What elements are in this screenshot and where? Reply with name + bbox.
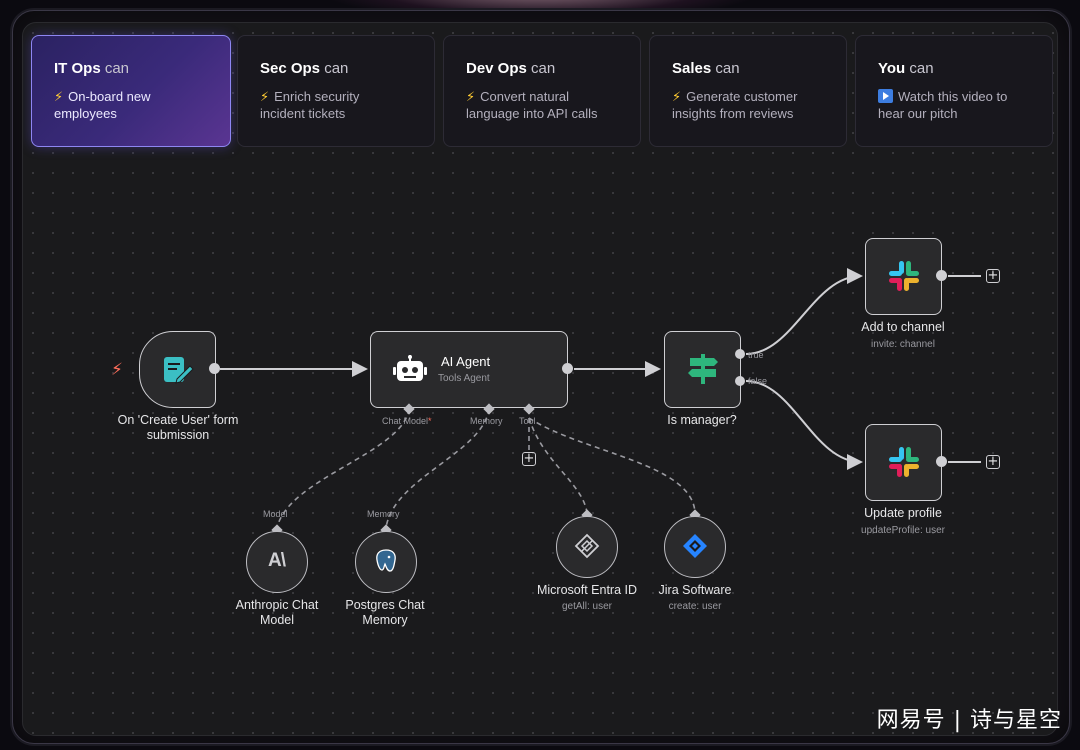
- ai-agent-title: AI Agent: [441, 354, 491, 369]
- trigger-output-port[interactable]: [209, 363, 220, 374]
- card-heading: You can: [878, 60, 934, 77]
- lightning-icon: ⚡: [54, 89, 64, 104]
- jira-software-node[interactable]: [664, 516, 726, 578]
- connection-tool-entra: [528, 417, 588, 514]
- entra-sublabel: getAll: user: [561, 601, 613, 612]
- chat-model-port-label: Chat Model*: [382, 416, 432, 426]
- add-tool-button[interactable]: +: [522, 451, 536, 466]
- connection-chat-model: [276, 408, 410, 529]
- update-profile-sublabel: updateProfile: user: [861, 525, 945, 536]
- add-step-after-channel-button[interactable]: +: [986, 268, 1000, 283]
- anthropic-icon: A\: [268, 550, 286, 571]
- true-branch-label: true: [748, 350, 764, 360]
- add-step-after-profile-button[interactable]: +: [986, 454, 1000, 469]
- play-button-icon: [878, 89, 893, 103]
- update-profile-output-port[interactable]: [936, 456, 947, 467]
- if-false-port[interactable]: [735, 376, 745, 386]
- postgres-chat-memory-node[interactable]: [355, 531, 417, 593]
- slack-icon: [889, 447, 919, 477]
- add-to-channel-label: Add to channel: [861, 320, 945, 334]
- if-true-port[interactable]: [735, 349, 745, 359]
- anthropic-chat-model-node[interactable]: A\: [246, 531, 308, 593]
- lightning-icon: ⚡: [466, 89, 476, 104]
- connection-false-branch: [745, 380, 863, 470]
- jira-sublabel: create: user: [668, 601, 722, 612]
- is-manager-node[interactable]: [664, 331, 741, 408]
- false-branch-label: false: [748, 376, 768, 386]
- entra-label: Microsoft Entra ID: [536, 583, 638, 597]
- robot-icon: [393, 355, 427, 381]
- card-heading: Dev Ops can: [466, 60, 556, 77]
- card-heading: Sales can: [672, 60, 740, 77]
- lightning-icon: ⚡: [260, 89, 270, 104]
- jira-icon: [683, 534, 707, 558]
- memory-port-label: Memory: [470, 416, 503, 426]
- watermark: 网易号 | 诗与星空: [876, 708, 1062, 733]
- connection-tool-jira: [528, 417, 696, 514]
- is-manager-label: Is manager?: [667, 413, 737, 427]
- card-heading: IT Ops can: [54, 60, 130, 77]
- model-port-label: Model: [263, 509, 288, 519]
- update-profile-label: Update profile: [864, 506, 942, 520]
- postgres-icon: [376, 549, 396, 572]
- tool-port-label: Tool: [519, 416, 536, 426]
- add-to-channel-output-port[interactable]: [936, 270, 947, 281]
- memory-node-port-label: Memory: [367, 509, 400, 519]
- entra-icon: [574, 533, 600, 559]
- update-profile-node[interactable]: [865, 424, 942, 501]
- connection-memory: [385, 408, 490, 529]
- card-heading: Sec Ops can: [260, 60, 349, 77]
- microsoft-entra-node[interactable]: [556, 516, 618, 578]
- add-to-channel-node[interactable]: [865, 238, 942, 315]
- trigger-node[interactable]: [139, 331, 216, 408]
- ai-agent-subtitle: Tools Agent: [438, 373, 490, 384]
- agent-output-port[interactable]: [562, 363, 573, 374]
- connection-true-branch: [745, 268, 863, 355]
- slack-icon: [889, 261, 919, 291]
- jira-label: Jira Software: [658, 583, 732, 597]
- trigger-bolt-icon: ⚡: [111, 360, 123, 379]
- add-to-channel-sublabel: invite: channel: [871, 339, 935, 350]
- form-icon: [164, 357, 194, 384]
- ai-agent-node[interactable]: AI Agent Tools Agent: [370, 331, 568, 408]
- signpost-icon: [688, 354, 718, 384]
- lightning-icon: ⚡: [672, 89, 682, 104]
- workflow-connections: [220, 268, 981, 529]
